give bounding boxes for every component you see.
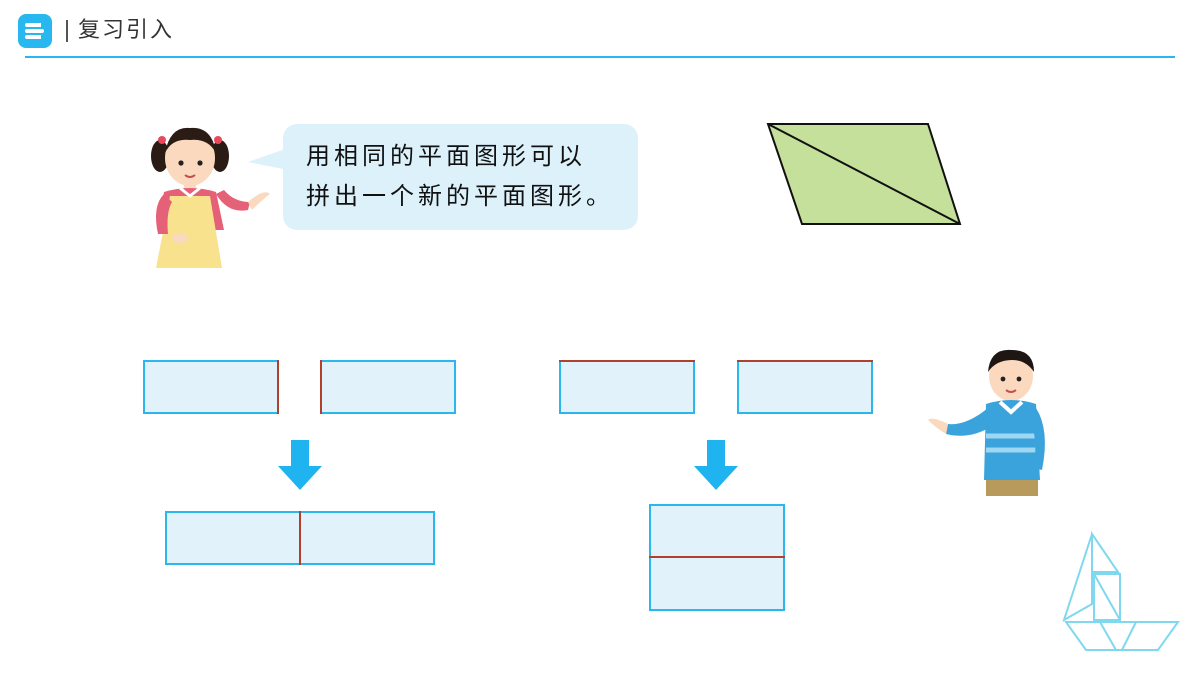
tangram-sailboat-icon — [1060, 530, 1184, 660]
joined-edge-combined-horizontal — [299, 511, 301, 565]
speech-bubble-tail — [248, 148, 288, 170]
down-arrow-icon — [278, 440, 322, 492]
speech-line-2: 拼出一个新的平面图形。 — [306, 182, 614, 210]
girl-illustration — [140, 118, 280, 273]
speech-bubble — [283, 124, 638, 230]
page-title: 复习引入 — [78, 18, 175, 43]
joined-edge-right-a — [559, 360, 695, 362]
joined-edge-left-a — [277, 360, 279, 414]
speech-line-1: 用相同的平面图形可以 — [306, 142, 586, 170]
parallelogram-figure — [762, 120, 967, 230]
rectangle-left-b — [320, 360, 456, 414]
boy-illustration — [926, 346, 1056, 496]
rectangle-left-a — [143, 360, 279, 414]
joined-edge-combined-vertical — [649, 556, 785, 558]
down-arrow-icon — [694, 440, 738, 492]
rectangle-right-b — [737, 360, 873, 414]
book-stack-icon — [18, 14, 52, 48]
header-separator — [66, 20, 68, 42]
header-divider — [25, 56, 1175, 58]
rectangle-right-a — [559, 360, 695, 414]
joined-edge-left-b — [320, 360, 322, 414]
joined-edge-right-b — [737, 360, 873, 362]
speech-bubble-text: 用相同的平面图形可以 拼出一个新的平面图形。 — [306, 136, 636, 216]
